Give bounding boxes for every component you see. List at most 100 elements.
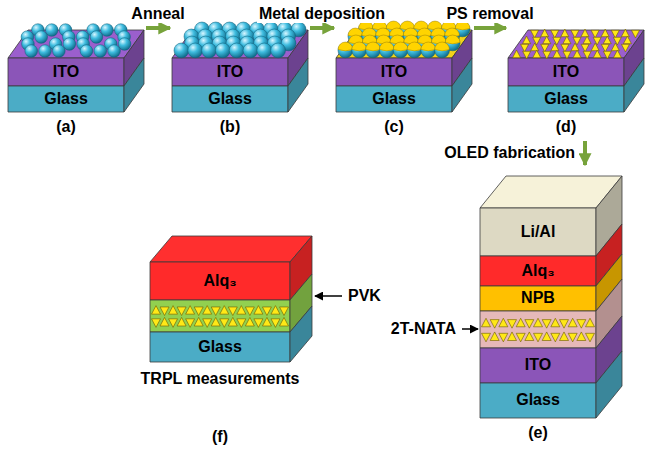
leader-arrow [462, 328, 478, 330]
ps-sphere [393, 43, 408, 58]
process-panel: (b) ITO Glass [171, 20, 309, 140]
ps-sphere [338, 43, 353, 58]
front-face [8, 58, 124, 86]
metal-triangle [591, 30, 599, 38]
step-label: Metal deposition [257, 5, 387, 23]
metal-triangle [203, 306, 212, 315]
ps-sphere [229, 43, 244, 58]
ps-sphere [215, 43, 230, 58]
metal-cap [393, 42, 408, 51]
layer-box: ITO [336, 58, 452, 86]
metal-triangle [523, 51, 531, 59]
metal-triangle [573, 50, 581, 58]
metal-triangle [516, 333, 525, 342]
layer-stack [480, 176, 622, 418]
process-panel: (a)ITOGlass [7, 20, 145, 140]
metal-triangle [220, 306, 229, 315]
metal-triangle [262, 307, 271, 316]
metal-triangle [271, 306, 280, 315]
metal-triangle [152, 306, 161, 315]
metal-triangle [533, 37, 541, 45]
metal-cap [352, 42, 367, 51]
metal-triangle [563, 36, 571, 44]
metal-triangle [583, 51, 591, 59]
side-face [288, 58, 308, 112]
ps-sphere [421, 43, 436, 58]
layer-label: NPB [521, 289, 555, 307]
metal-triangle [499, 318, 508, 327]
process-arrow [310, 26, 334, 30]
metal-triangle [586, 318, 595, 327]
layer-box: ITO [508, 58, 624, 86]
metal-triangle [499, 333, 508, 342]
step-label: PS removal [444, 5, 535, 23]
metal-triangle [621, 29, 629, 37]
metal-triangle [508, 320, 517, 329]
side-face [290, 306, 312, 362]
layer-box: ITO [8, 58, 124, 86]
layer-box: Glass [508, 86, 624, 112]
panel-label: TRPL measurements [141, 370, 300, 388]
layer-label: Alq₃ [521, 262, 554, 280]
metal-triangle [186, 319, 195, 328]
layer-label: Glass [44, 90, 88, 108]
metal-triangle [571, 43, 579, 51]
metal-triangle [593, 50, 601, 58]
metal-triangle [581, 44, 589, 52]
metal-triangle [573, 37, 581, 45]
metal-triangle [611, 30, 619, 38]
metal-triangle [601, 29, 609, 37]
metal-triangle [194, 307, 203, 316]
metal-triangle [583, 36, 591, 44]
metal-triangle [551, 43, 559, 51]
metal-triangle [534, 333, 543, 342]
process-panel: TRPL measurements(f)Alq₃Glass [139, 226, 313, 450]
metal-cap [421, 42, 436, 51]
metal-triangle [203, 319, 212, 328]
layer-label: ITO [553, 63, 579, 81]
front-face [172, 86, 288, 112]
metal-triangle [160, 317, 169, 326]
metal-triangle [525, 320, 534, 329]
layer-box: Glass [480, 383, 596, 418]
metal-triangle [523, 36, 531, 44]
metal-triangle [561, 44, 569, 52]
layer-label: ITO [217, 63, 243, 81]
front-face [480, 383, 596, 418]
layer-label: Glass [372, 90, 416, 108]
metal-triangle [482, 333, 491, 342]
front-face [480, 348, 596, 383]
front-face [8, 86, 124, 112]
layer-box: Glass [150, 332, 290, 362]
metal-triangle [568, 318, 577, 327]
layer-box: ITO [480, 348, 596, 383]
layer-box: ITO [172, 58, 288, 86]
ps-sphere [53, 45, 66, 58]
panel-label: (b) [220, 118, 240, 136]
metal-cap [366, 42, 381, 51]
metal-triangle [541, 29, 549, 37]
layer-box: Glass [336, 86, 452, 112]
metal-triangle [593, 37, 601, 45]
ps-sphere [39, 45, 52, 58]
ps-sphere [271, 43, 286, 58]
ps-sphere [118, 38, 131, 51]
ps-sphere [35, 31, 48, 44]
layer-label: ITO [525, 356, 551, 374]
metal-triangle [543, 36, 551, 44]
metal-cap [445, 35, 460, 44]
layer-callout: PVK [346, 287, 383, 305]
metal-triangle [152, 319, 161, 328]
metal-cap [338, 42, 353, 51]
metal-triangle [262, 317, 271, 326]
top-face [150, 236, 312, 262]
top-face [508, 30, 644, 58]
metal-triangle [621, 44, 629, 52]
metal-triangle [516, 318, 525, 327]
layer-box: Glass [172, 86, 288, 112]
layer-stack [508, 29, 644, 112]
metal-triangle [553, 50, 561, 58]
metal-triangle [254, 306, 263, 315]
metal-triangle [586, 333, 595, 342]
front-face [150, 262, 290, 300]
